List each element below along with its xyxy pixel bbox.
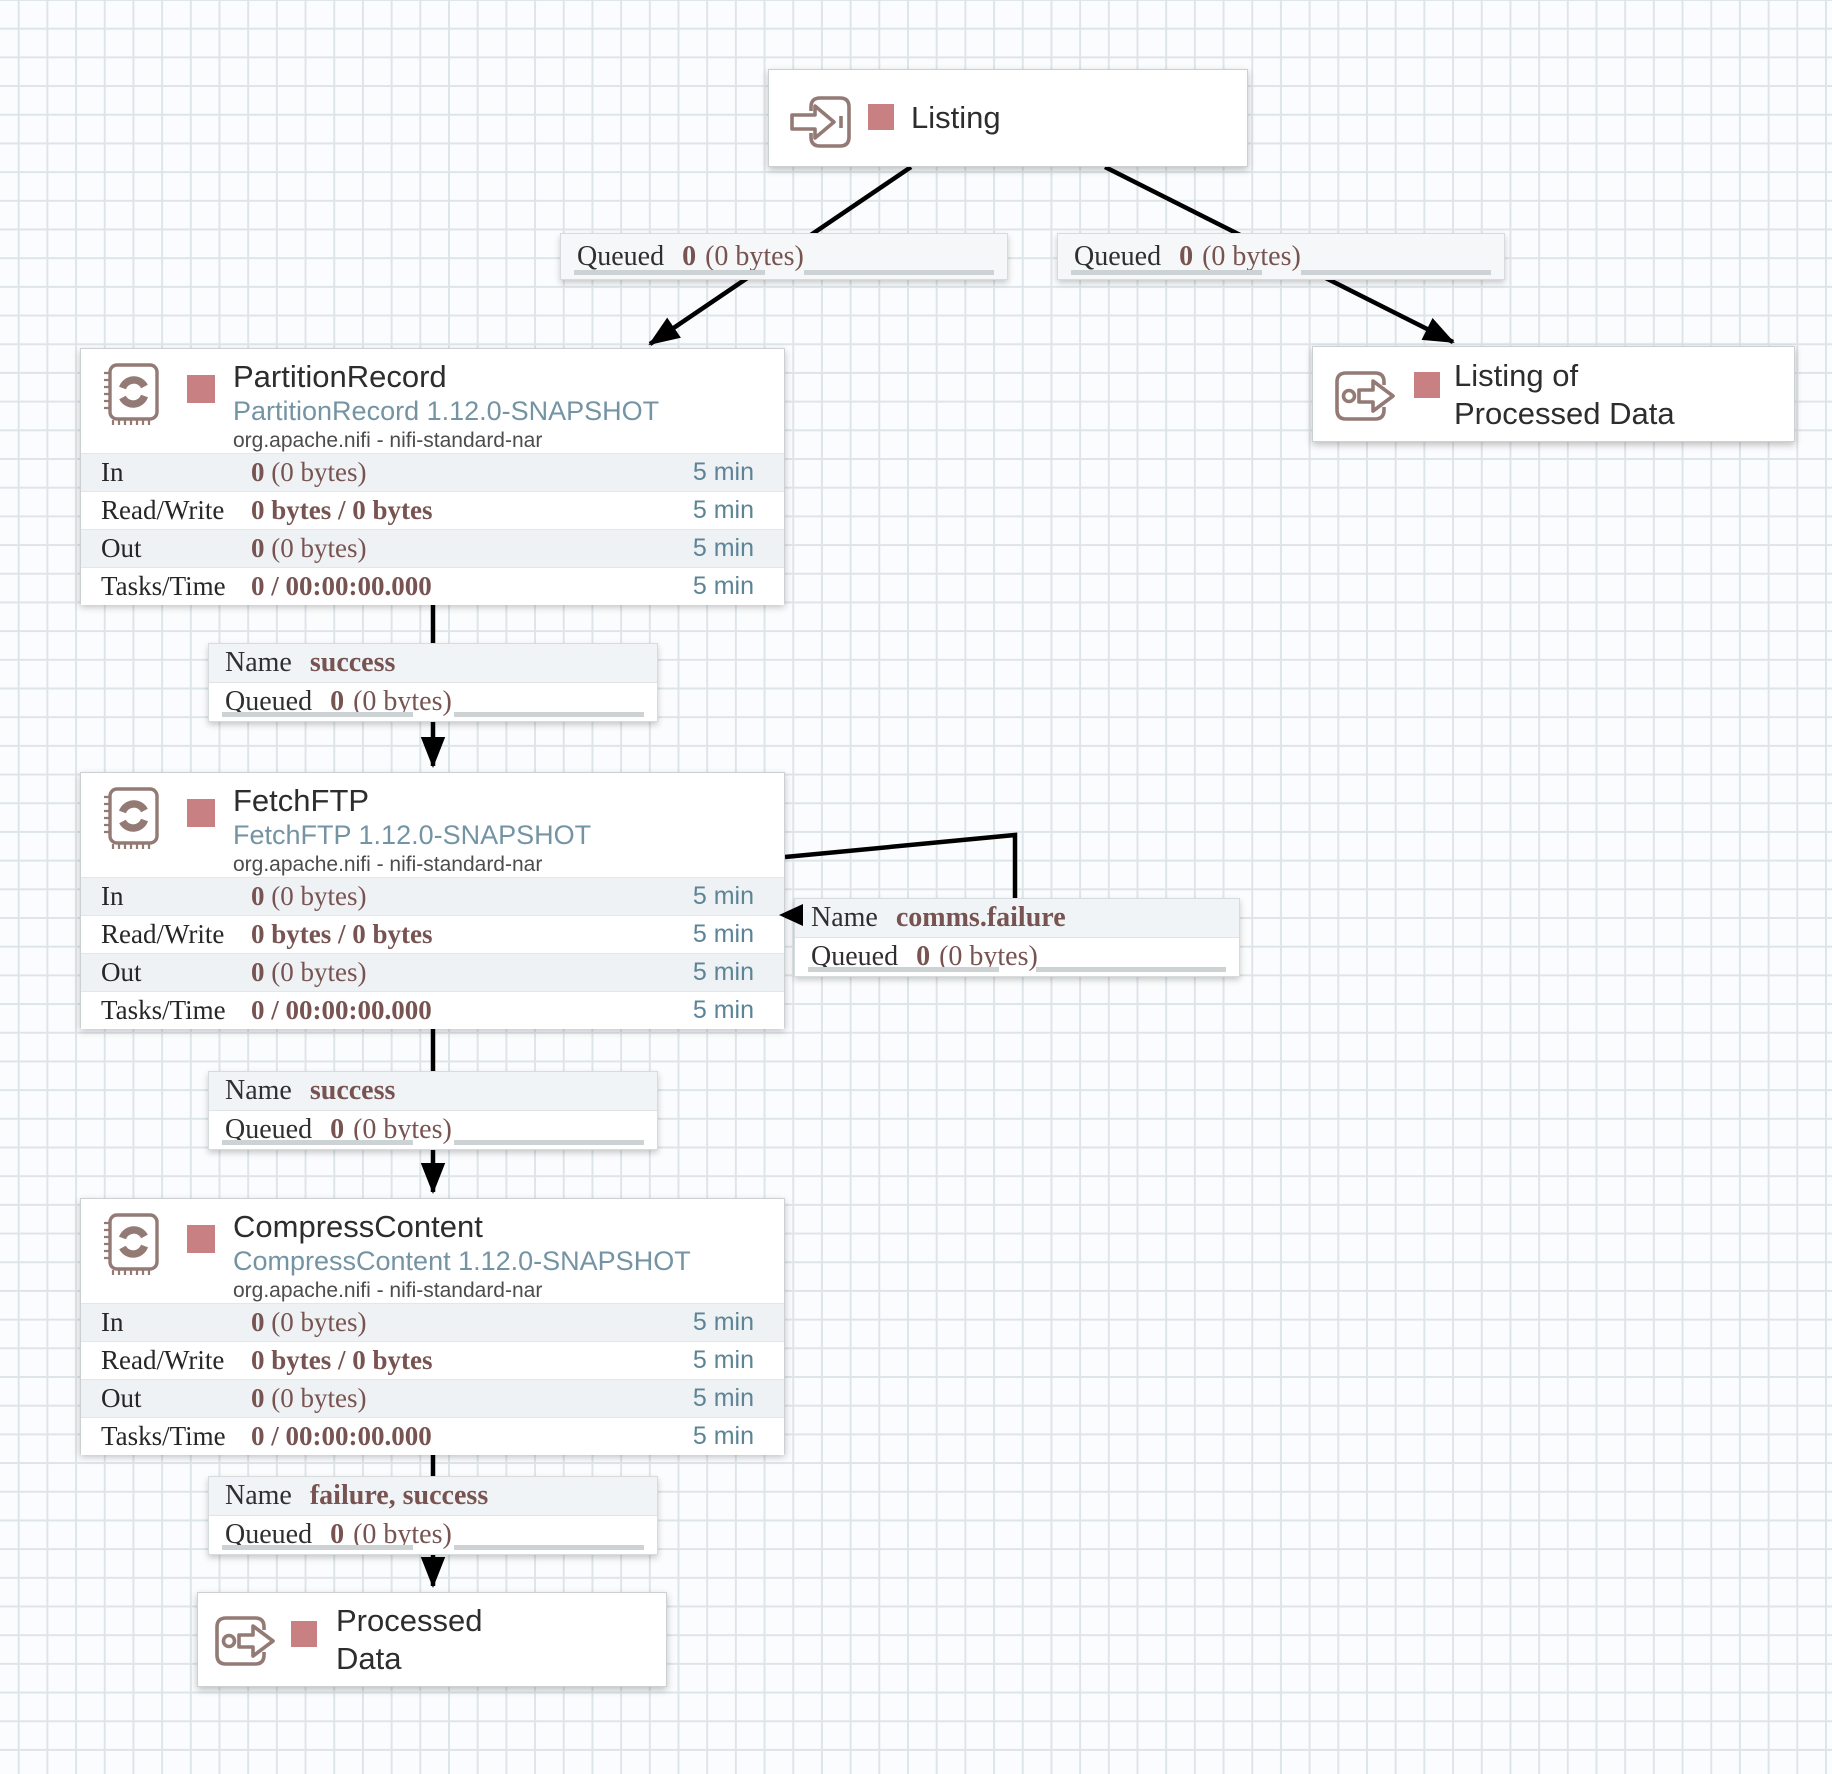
queued-label: Queued bbox=[1074, 240, 1162, 272]
stat-row-tasks-time: Tasks/Time 0 / 00:00:00.000 5 min bbox=[81, 991, 784, 1029]
queued-size: (0 bytes) bbox=[705, 240, 804, 272]
output-port-icon bbox=[213, 1615, 283, 1667]
connection-label-comms-failure[interactable]: Name comms.failure Queued 0 (0 bytes) bbox=[794, 898, 1240, 977]
processor-icon bbox=[101, 361, 163, 433]
processor-version: PartitionRecord 1.12.0-SNAPSHOT bbox=[233, 396, 660, 426]
connection-label-listing-to-output[interactable]: Queued 0 (0 bytes) bbox=[1057, 233, 1505, 280]
queued-size: (0 bytes) bbox=[939, 941, 1038, 972]
stopped-status-icon bbox=[187, 799, 215, 827]
queued-count: 0 bbox=[330, 686, 345, 717]
processor-version: FetchFTP 1.12.0-SNAPSHOT bbox=[233, 820, 592, 850]
stopped-status-icon bbox=[187, 375, 215, 403]
processor-fetchftp[interactable]: FetchFTP FetchFTP 1.12.0-SNAPSHOT org.ap… bbox=[80, 772, 785, 1029]
size-progress-bar bbox=[804, 270, 994, 275]
stopped-status-icon bbox=[187, 1225, 215, 1253]
output-port-listing-of-processed-data[interactable]: Listing of Processed Data bbox=[1312, 346, 1795, 442]
name-label: Name bbox=[225, 1075, 292, 1106]
queued-count: 0 bbox=[330, 1519, 345, 1550]
connection-label-failure-success[interactable]: Name failure, success Queued 0 (0 bytes) bbox=[208, 1476, 658, 1555]
queued-count: 0 bbox=[916, 941, 931, 972]
queued-count: 0 bbox=[682, 240, 697, 272]
queued-label: Queued bbox=[225, 1114, 313, 1145]
processor-version: CompressContent 1.12.0-SNAPSHOT bbox=[233, 1246, 691, 1276]
relationship-name: success bbox=[309, 1075, 396, 1106]
name-label: Name bbox=[225, 647, 292, 678]
connection-label-success-1[interactable]: Name success Queued 0 (0 bytes) bbox=[208, 643, 658, 722]
port-title: Processed Data bbox=[336, 1603, 483, 1676]
stat-row-read-write: Read/Write 0 bytes / 0 bytes 5 min bbox=[81, 1341, 784, 1379]
stat-row-out: Out 0 (0 bytes) 5 min bbox=[81, 1379, 784, 1417]
queued-size: (0 bytes) bbox=[353, 686, 452, 717]
size-progress-bar bbox=[454, 1545, 644, 1550]
relationship-name: success bbox=[309, 647, 396, 678]
stat-row-out: Out 0 (0 bytes) 5 min bbox=[81, 953, 784, 991]
stat-row-in: In 0 (0 bytes) 5 min bbox=[81, 1303, 784, 1341]
queue-progress-bar bbox=[1071, 270, 1262, 275]
processor-bundle: org.apache.nifi - nifi-standard-nar bbox=[233, 429, 543, 452]
queued-count: 0 bbox=[1179, 240, 1194, 272]
queue-progress-bar bbox=[808, 967, 999, 972]
output-port-processed-data[interactable]: Processed Data bbox=[197, 1592, 667, 1687]
processor-bundle: org.apache.nifi - nifi-standard-nar bbox=[233, 853, 543, 876]
output-port-icon bbox=[1333, 370, 1403, 422]
queue-progress-bar bbox=[574, 270, 765, 275]
connection-label-success-2[interactable]: Name success Queued 0 (0 bytes) bbox=[208, 1071, 658, 1150]
queued-label: Queued bbox=[225, 686, 313, 717]
queue-progress-bar bbox=[222, 1140, 413, 1145]
processor-title: CompressContent bbox=[233, 1209, 483, 1244]
size-progress-bar bbox=[1036, 967, 1226, 972]
size-progress-bar bbox=[1301, 270, 1491, 275]
size-progress-bar bbox=[454, 712, 644, 717]
queued-label: Queued bbox=[577, 240, 665, 272]
stopped-status-icon bbox=[291, 1621, 317, 1647]
queued-label: Queued bbox=[225, 1519, 313, 1550]
relationship-name: failure, success bbox=[309, 1480, 489, 1511]
queue-progress-bar bbox=[222, 712, 413, 717]
queued-size: (0 bytes) bbox=[353, 1114, 452, 1145]
input-port-icon bbox=[789, 94, 853, 150]
processor-icon bbox=[101, 1211, 163, 1283]
port-title: Listing bbox=[911, 100, 1001, 135]
stat-row-in: In 0 (0 bytes) 5 min bbox=[81, 453, 784, 491]
stat-row-out: Out 0 (0 bytes) 5 min bbox=[81, 529, 784, 567]
processor-title: FetchFTP bbox=[233, 783, 370, 818]
queued-size: (0 bytes) bbox=[353, 1519, 452, 1550]
stat-row-in: In 0 (0 bytes) 5 min bbox=[81, 877, 784, 915]
processor-partitionrecord[interactable]: PartitionRecord PartitionRecord 1.12.0-S… bbox=[80, 348, 785, 605]
connection-label-listing-to-partition[interactable]: Queued 0 (0 bytes) bbox=[560, 233, 1008, 280]
processor-icon bbox=[101, 785, 163, 857]
stat-row-read-write: Read/Write 0 bytes / 0 bytes 5 min bbox=[81, 491, 784, 529]
queued-label: Queued bbox=[811, 941, 899, 972]
processor-title: PartitionRecord bbox=[233, 359, 447, 394]
processor-compresscontent[interactable]: CompressContent CompressContent 1.12.0-S… bbox=[80, 1198, 785, 1455]
input-port-listing[interactable]: Listing bbox=[768, 69, 1248, 167]
stopped-status-icon bbox=[1414, 372, 1440, 398]
relationship-name: comms.failure bbox=[895, 902, 1066, 933]
stat-row-read-write: Read/Write 0 bytes / 0 bytes 5 min bbox=[81, 915, 784, 953]
size-progress-bar bbox=[454, 1140, 644, 1145]
name-label: Name bbox=[225, 1480, 292, 1511]
queue-progress-bar bbox=[222, 1545, 413, 1550]
processor-bundle: org.apache.nifi - nifi-standard-nar bbox=[233, 1279, 543, 1302]
queued-count: 0 bbox=[330, 1114, 345, 1145]
stat-row-tasks-time: Tasks/Time 0 / 00:00:00.000 5 min bbox=[81, 1417, 784, 1455]
port-title: Listing of Processed Data bbox=[1454, 358, 1675, 431]
queued-size: (0 bytes) bbox=[1202, 240, 1301, 272]
stopped-status-icon bbox=[868, 104, 894, 130]
stat-row-tasks-time: Tasks/Time 0 / 00:00:00.000 5 min bbox=[81, 567, 784, 605]
name-label: Name bbox=[811, 902, 878, 933]
